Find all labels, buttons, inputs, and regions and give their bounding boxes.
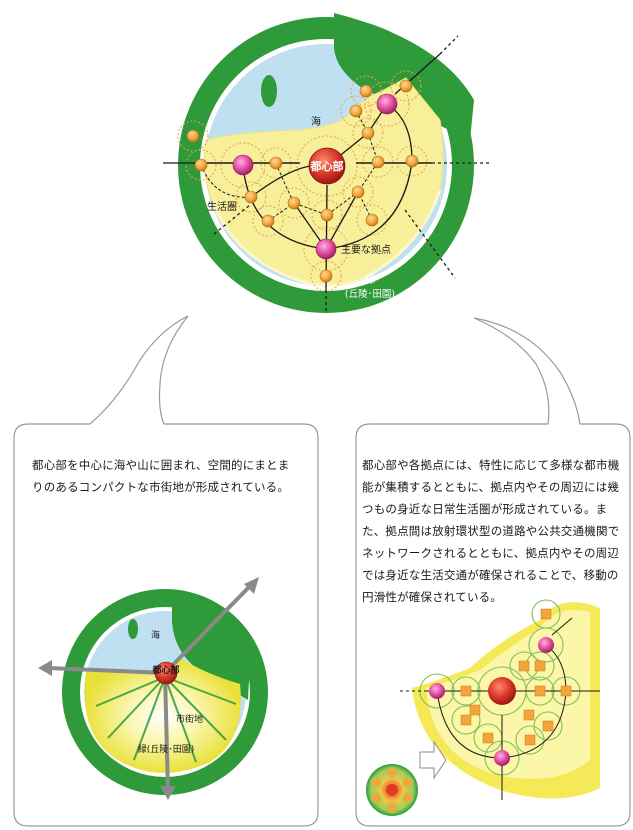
- label-green-2: (丘陵･田園): [345, 289, 395, 300]
- label-city-center: 都心部: [310, 159, 344, 173]
- left-label-green: 緑(丘陵･田園): [138, 743, 195, 755]
- callout-left: [13, 315, 319, 827]
- node: [194, 158, 208, 172]
- green-wedge: [334, 13, 474, 140]
- node: [269, 156, 283, 170]
- node: [244, 190, 258, 204]
- left-label-sea: 海: [151, 629, 160, 641]
- node: [320, 208, 334, 222]
- left-panel-text: 都心部を中心に海や山に囲まれ、空間的にまとまりのあるコンパクトな市街地が形成され…: [32, 458, 290, 494]
- node: [186, 129, 200, 143]
- living-nodes: [186, 79, 419, 283]
- hub-northeast: [376, 93, 398, 115]
- label-living-sphere: 生活圏: [207, 200, 237, 213]
- left-diagram: [38, 577, 268, 800]
- hub-south: [315, 238, 337, 260]
- label-green-1: 緑: [365, 273, 375, 286]
- node: [319, 269, 333, 283]
- major-hubs: [232, 93, 398, 260]
- label-sea: 海: [311, 115, 321, 128]
- node: [399, 79, 413, 93]
- node: [361, 126, 375, 140]
- green-island: [261, 75, 277, 107]
- node: [371, 155, 385, 169]
- right-diagram: [366, 599, 600, 816]
- left-label-urban: 市街地: [176, 713, 203, 725]
- city-center-node: [308, 147, 346, 185]
- right-panel-text: 都心部や各拠点には、特性に応じて多様な都市機能が集積するとともに、拠点内やその周…: [362, 458, 620, 604]
- label-major-hub: 主要な拠点: [341, 243, 391, 256]
- node: [261, 214, 275, 228]
- callout-right: [355, 317, 631, 827]
- hub-west: [232, 154, 254, 176]
- node: [287, 196, 301, 210]
- urban-edge: [212, 189, 442, 288]
- node: [349, 104, 363, 118]
- node: [359, 84, 373, 98]
- left-label-city-center: 都心部: [151, 664, 179, 676]
- node: [405, 154, 419, 168]
- node: [365, 213, 379, 227]
- node: [351, 185, 365, 199]
